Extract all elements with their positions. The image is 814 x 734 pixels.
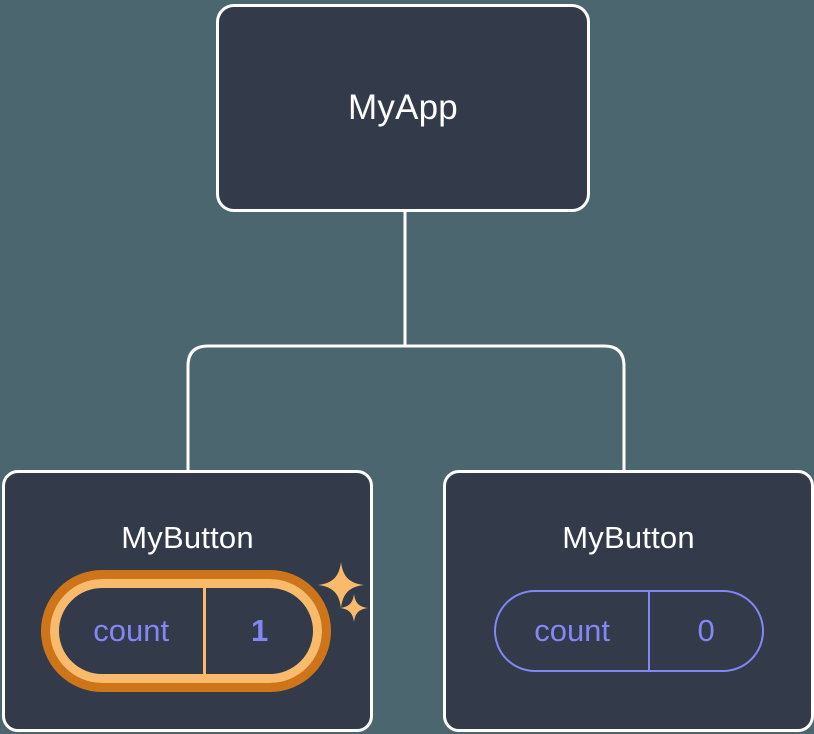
node-myapp[interactable]: MyApp	[216, 4, 590, 212]
state-pill-highlight-ring	[41, 570, 331, 692]
edge-child-bus	[186, 344, 626, 470]
state-pill-right-key: count	[496, 592, 651, 670]
state-pill-left-key: count	[59, 588, 207, 674]
state-pill-count-right[interactable]: count 0	[494, 590, 764, 672]
node-myapp-title: MyApp	[348, 88, 458, 127]
node-mybutton-left-title: MyButton	[121, 520, 254, 555]
state-pill-count-left[interactable]: count 1	[50, 579, 322, 683]
state-pill-left-value: 1	[251, 613, 269, 648]
node-mybutton-right-title: MyButton	[562, 520, 695, 555]
sparkle-icon	[318, 562, 364, 608]
sparkle-icon-small	[340, 594, 368, 622]
state-pill-right-value: 0	[697, 613, 715, 648]
